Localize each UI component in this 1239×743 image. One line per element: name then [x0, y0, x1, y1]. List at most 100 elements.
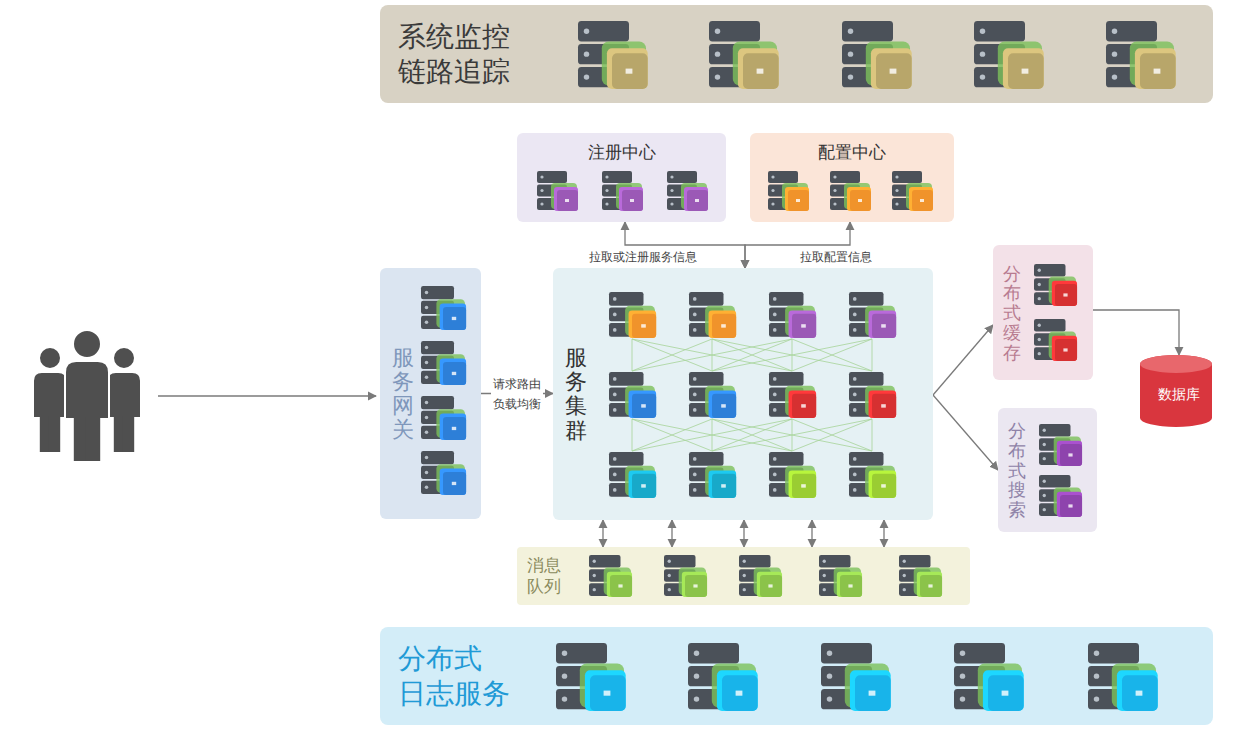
request-arrow [158, 395, 376, 396]
server-slot [421, 451, 454, 464]
server-slot [688, 643, 739, 663]
connector-label: 请求路由 负载均衡 [491, 372, 543, 415]
server-icon [578, 21, 648, 89]
server-led [853, 393, 857, 397]
server-icon [537, 171, 578, 211]
cube-top [607, 48, 648, 89]
server-led [693, 457, 697, 461]
server-slot [609, 452, 644, 466]
cube-front [443, 472, 466, 495]
server-led [773, 313, 777, 317]
server-icon [688, 643, 758, 711]
server-icon [899, 555, 942, 597]
cube-front [443, 307, 466, 330]
cube-top [629, 310, 657, 338]
node-label: 消息 队列 [527, 555, 561, 598]
server-icon [739, 555, 782, 597]
server-led [613, 377, 617, 381]
server-slot [769, 292, 804, 306]
person-leg [49, 416, 61, 452]
node-illustration [553, 268, 933, 520]
server-led [584, 51, 589, 56]
server-slot [1034, 264, 1066, 277]
server-led [693, 408, 697, 412]
cube-mark [920, 199, 924, 202]
server-led [853, 488, 857, 492]
server-led [670, 189, 673, 192]
server-icon [1106, 21, 1176, 89]
connector-label: 拉取配置信息 [800, 249, 872, 266]
server-led [693, 473, 697, 477]
cube-mark [626, 69, 633, 74]
cube-front [443, 417, 466, 440]
cube-front [687, 190, 708, 211]
server-led [425, 456, 429, 460]
gateway-box: 服务网关 [380, 268, 481, 519]
server-slot [954, 643, 1005, 663]
server-led [848, 28, 853, 33]
cube-mark [801, 404, 806, 407]
server-led [823, 560, 826, 563]
call-line [632, 419, 633, 451]
cube-top [1003, 48, 1044, 89]
server-led [1038, 324, 1041, 327]
connector-arrow [933, 325, 993, 395]
server-led [1043, 494, 1046, 497]
server-led [562, 673, 567, 678]
cube-front [722, 675, 758, 711]
server-led [605, 189, 608, 192]
server-slot [556, 643, 607, 663]
cube-mark [869, 691, 876, 696]
server-led [562, 650, 567, 655]
person-head [113, 347, 135, 369]
server-slot [709, 21, 760, 41]
server-led [694, 673, 699, 678]
cube-front [1060, 444, 1082, 466]
server-led [605, 202, 608, 205]
server-slot [739, 555, 771, 568]
call-line [872, 339, 873, 371]
server-icon [609, 372, 656, 418]
cube-mark [721, 324, 726, 327]
cube-top [709, 390, 737, 418]
cube-top [789, 390, 817, 418]
server-icon [421, 451, 466, 495]
server-icon [1039, 475, 1082, 517]
cube-mark [641, 404, 646, 407]
server-led [593, 588, 596, 591]
server-led [593, 560, 596, 563]
server-slot [664, 555, 696, 568]
cube-top [869, 310, 897, 338]
search-box: 分布式搜索 [998, 408, 1097, 532]
server-icon [849, 452, 896, 498]
server-led [903, 574, 906, 577]
cube-mark [1136, 691, 1143, 696]
cube-mark [695, 199, 699, 202]
server-led [715, 74, 720, 79]
server-icon [421, 341, 466, 385]
server-led [1094, 673, 1099, 678]
server-icon [769, 292, 816, 338]
call-line [632, 419, 792, 451]
node-illustration [380, 627, 1213, 725]
server-led [540, 189, 543, 192]
cube-mark [801, 484, 806, 487]
cube-front [912, 190, 933, 211]
cube-mark [630, 199, 634, 202]
server-slot [667, 171, 697, 183]
server-slot [421, 286, 454, 299]
server-slot [974, 21, 1025, 41]
person-leg [123, 416, 135, 452]
call-line [632, 339, 712, 371]
node-label: 服务网关 [392, 345, 414, 442]
server-led [848, 74, 853, 79]
node-label: 注册中心 [517, 141, 726, 164]
server-led [1043, 508, 1046, 511]
server-icon [830, 171, 871, 211]
server-led [903, 588, 906, 591]
server-icon [609, 452, 656, 498]
cube-mark [736, 691, 743, 696]
cube-mark [721, 404, 726, 407]
cube-mark [928, 584, 932, 587]
cube-mark [768, 584, 772, 587]
